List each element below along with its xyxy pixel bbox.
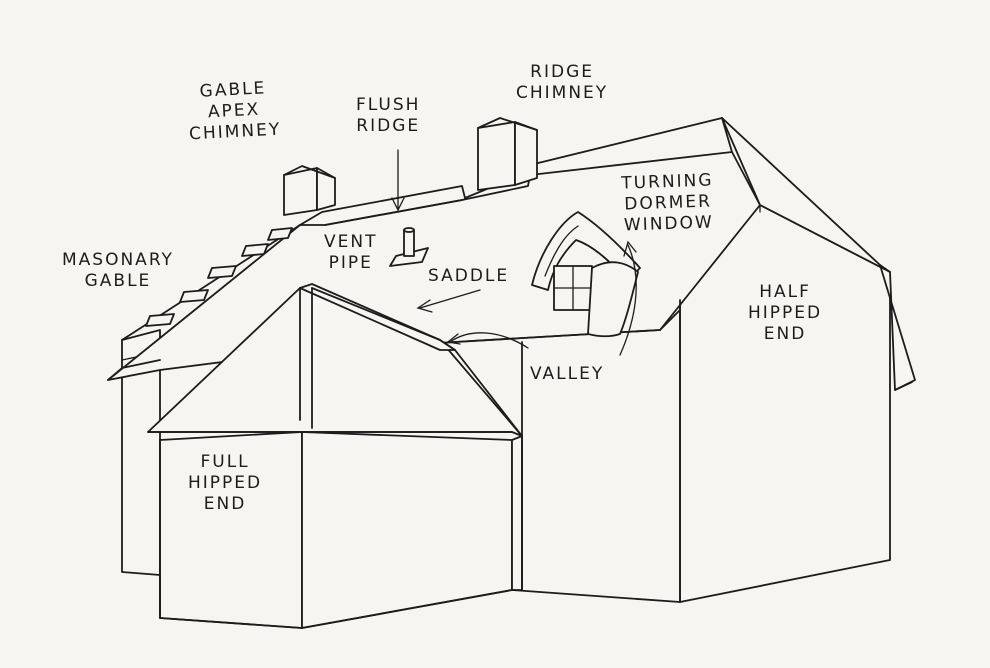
masonry-gable-steps bbox=[121, 224, 301, 341]
label-gable-apex-chimney: GABLE APEX CHIMNEY bbox=[188, 78, 282, 145]
label-saddle: SADDLE bbox=[428, 266, 510, 286]
label-flush-ridge: FLUSH RIDGE bbox=[356, 95, 421, 136]
front-wing-walls bbox=[159, 299, 681, 629]
half-hip-roof bbox=[721, 117, 916, 391]
label-masonary-gable: MASONARY GABLE bbox=[62, 250, 174, 291]
full-hip-roof bbox=[147, 283, 523, 437]
vent-pipe bbox=[389, 227, 429, 267]
label-half-hipped-end: HALF HIPPED END bbox=[748, 282, 823, 344]
label-valley: VALLEY bbox=[530, 364, 605, 384]
label-full-hipped-end: FULL HIPPED END bbox=[188, 452, 263, 514]
gable-apex-chimney bbox=[283, 165, 336, 216]
ridge-chimney bbox=[477, 117, 538, 191]
callout-arrows bbox=[391, 149, 637, 356]
label-vent-pipe: VENT PIPE bbox=[324, 232, 378, 273]
label-ridge-chimney: RIDGE CHIMNEY bbox=[516, 62, 609, 103]
main-wall-right bbox=[521, 309, 681, 437]
label-turning-dormer-window: TURNING DORMER WINDOW bbox=[620, 170, 715, 236]
turning-dormer bbox=[531, 211, 641, 338]
